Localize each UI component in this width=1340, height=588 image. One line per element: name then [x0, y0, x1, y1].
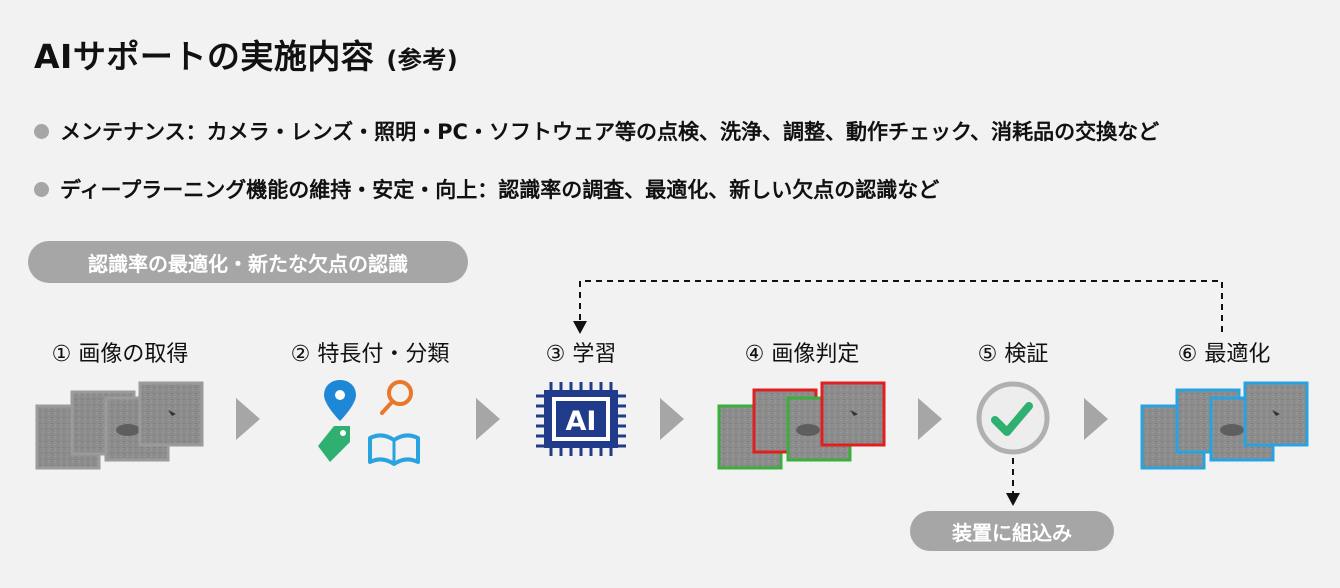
step-label-verify: ⑤ 検証	[977, 342, 1049, 367]
step-label-acquire: ① 画像の取得	[51, 342, 189, 367]
step-label-judge: ④ 画像判定	[744, 342, 860, 367]
title-sub: (参考)	[386, 46, 459, 74]
bullet-dot-icon	[34, 181, 49, 197]
title-main: AIサポートの実施内容	[34, 37, 375, 76]
optimization-pill: 認識率の最適化・新たな欠点の認識	[28, 241, 468, 283]
deploy-pill: 装置に組込み	[910, 511, 1114, 551]
step-label-learning: ③ 学習	[545, 342, 617, 367]
feedback-loop-arrow	[573, 280, 1223, 334]
checkmark-circle-icon	[976, 381, 1050, 455]
ai-chip-text: AI	[566, 406, 597, 437]
flow-arrow-icon	[918, 398, 942, 440]
deploy-arrow	[1006, 458, 1020, 506]
flow-arrow-icon	[660, 398, 684, 440]
bullet-text: ディープラーニング機能の維持・安定・向上：認識率の調査、最適化、新しい欠点の認識…	[60, 178, 940, 202]
flow-arrow-icon	[236, 398, 260, 440]
bullet-text: メンテナンス：カメラ・レンズ・照明・PC・ソフトウェア等の点検、洗浄、調整、動作…	[60, 120, 1160, 144]
ai-chip-icon: AI	[536, 382, 626, 456]
step-label-feature: ② 特長付・分類	[290, 342, 450, 367]
bullet-maintenance: メンテナンス：カメラ・レンズ・照明・PC・ソフトウェア等の点検、洗浄、調整、動作…	[34, 116, 1159, 146]
flow-arrow-icon	[476, 398, 500, 440]
book-icon	[368, 433, 420, 466]
step-label-optimize: ⑥ 最適化	[1177, 342, 1271, 367]
flow-arrow-icon	[1084, 398, 1108, 440]
bullet-deep-learning: ディープラーニング機能の維持・安定・向上：認識率の調査、最適化、新しい欠点の認識…	[34, 174, 939, 204]
search-icon	[380, 380, 413, 415]
image-stack-gray-icon	[35, 381, 204, 470]
location-pin-icon	[324, 380, 356, 421]
bullet-dot-icon	[34, 123, 49, 139]
image-stack-judged-icon	[717, 381, 886, 470]
tag-icon	[318, 426, 350, 462]
page-title: AIサポートの実施内容 (参考)	[34, 30, 458, 78]
image-stack-optimized-icon	[1140, 381, 1309, 470]
